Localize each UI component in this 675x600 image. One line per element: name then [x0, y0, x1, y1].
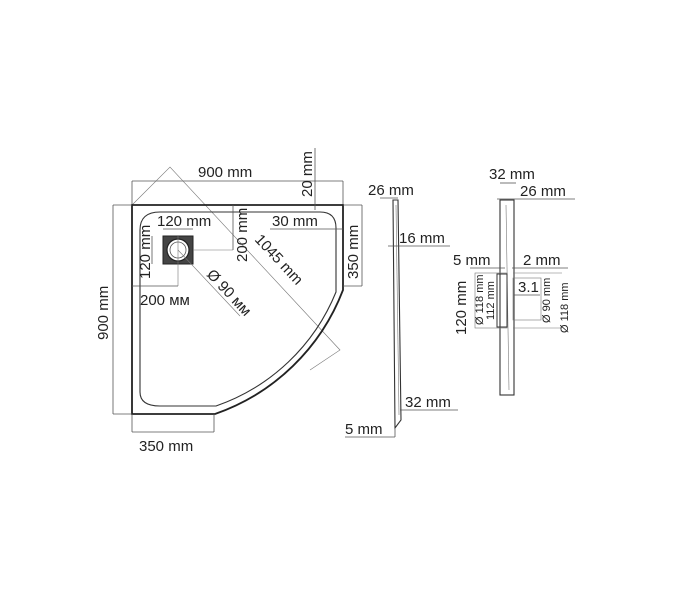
dim-diagonal-label: 1045 mm [251, 231, 306, 288]
section-view: 32 mm 26 mm 5 mm 2 mm 120 mm Ø 118 mm 11… [453, 166, 575, 396]
dim-drain-offset-y-label: 200 mm [234, 208, 251, 262]
section-inner-dia-label: Ø 90 mm [541, 278, 553, 323]
section-value-label: 3.1 [518, 279, 539, 296]
dim-rim-top-label: 20 mm [299, 151, 316, 197]
side-inner-label: 16 mm [399, 230, 445, 247]
dim-height-label: 900 mm [95, 286, 112, 340]
section-outer-dia-left-label: Ø 118 mm [474, 274, 486, 325]
section-right-gap-label: 2 mm [523, 252, 561, 269]
side-top-label: 26 mm [368, 182, 414, 199]
top-view: 900 mm 900 mm 20 mm 30 mm 350 mm 350 mm … [95, 148, 363, 455]
side-foot-label: 5 mm [345, 421, 383, 438]
section-left-gap-label: 5 mm [453, 252, 491, 269]
drain [162, 235, 241, 317]
dim-width-label: 900 mm [198, 164, 252, 181]
section-top-label: 26 mm [520, 183, 566, 200]
dim-drain-height-label: 120 mm [137, 225, 154, 279]
dim-drain-diameter-label: Ø 90 мм [203, 266, 255, 320]
section-total-label: 32 mm [489, 166, 535, 183]
dim-bottom-straight-label: 350 mm [139, 438, 193, 455]
section-height-label: 120 mm [453, 281, 470, 335]
side-bottom-label: 32 mm [405, 394, 451, 411]
dim-rim-side-label: 30 mm [272, 213, 318, 230]
section-inner-height-label: 112 mm [485, 281, 497, 320]
dim-drain-offset-x-label: 200 мм [140, 292, 190, 309]
side-view: 26 mm 16 mm 32 mm 5 mm [345, 182, 458, 438]
section-outer-dia-right-label: Ø 118 mm [559, 282, 571, 333]
dim-drain-width-label: 120 mm [157, 213, 211, 230]
dim-side-straight-label: 350 mm [345, 225, 362, 279]
